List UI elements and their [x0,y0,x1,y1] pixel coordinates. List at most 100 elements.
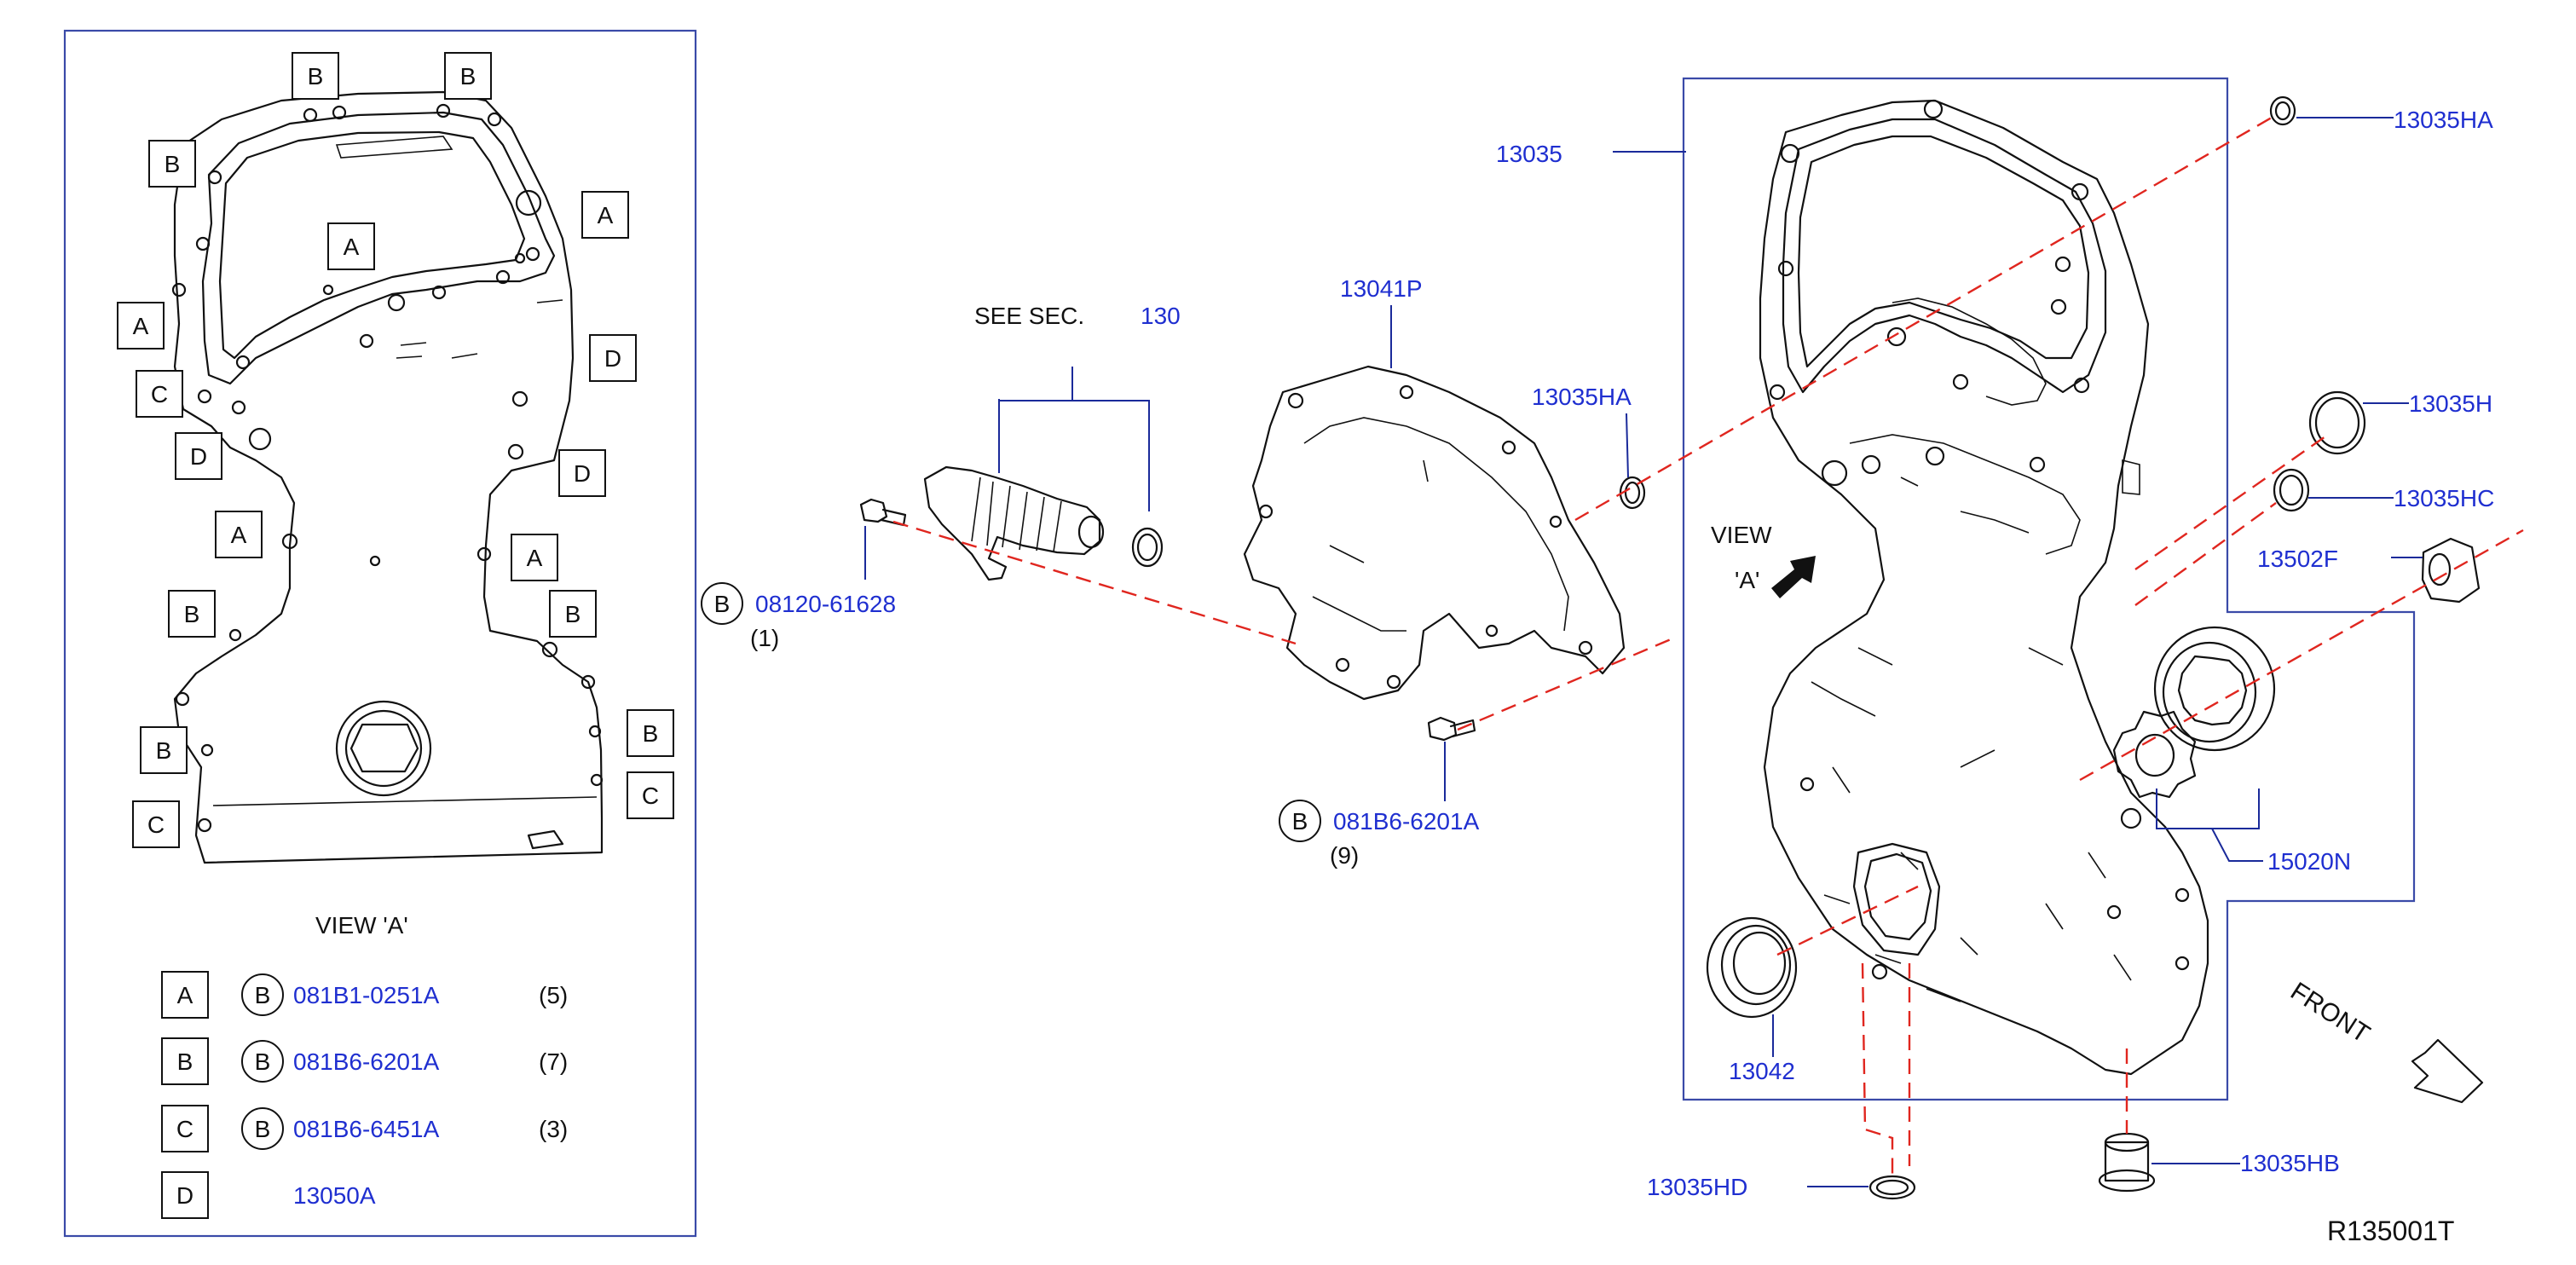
svg-text:A: A [231,522,247,548]
letter-box-a: A [215,511,263,558]
svg-text:C: C [176,1116,193,1142]
svg-text:B: B [255,1116,271,1142]
letter-box-b: B [140,726,188,774]
view-a-cover-outline [171,90,604,864]
svg-text:B: B [565,601,581,627]
svg-text:A: A [527,545,543,571]
part-callouts: 13035 13035HA 13035HA 13035H 13035HC 135… [701,107,2494,1200]
svg-text:081B6-6451A: 081B6-6451A [293,1116,440,1142]
front-cover-13035 [1759,99,2209,1076]
legend-row-c: C B 081B6-6451A (3) [161,1105,568,1152]
svg-text:081B6-6201A: 081B6-6201A [293,1048,440,1075]
letter-box-c: C [136,370,183,418]
letter-box-c: C [132,800,180,848]
dowel-13035HB [2098,1132,2156,1193]
callout-13035HA-mid: 13035HA [1532,384,1632,410]
bolt-081B6-6201A [1427,716,1476,742]
bolt-legend: A B 081B1-0251A (5) B B 081B6-6201A (7) … [161,971,568,1219]
svg-text:(5): (5) [539,982,568,1008]
letter-box-a: A [511,534,558,581]
oring-13035H [2308,390,2366,455]
view-main-label: VIEW [1711,522,1772,548]
crank-oil-seal-13042 [1706,916,1798,1019]
callout-13035: 13035 [1496,141,1562,167]
letter-box-a: A [117,302,165,349]
svg-text:B: B [255,982,271,1008]
callout-13035HC: 13035HC [2394,485,2494,511]
svg-text:C: C [151,381,168,407]
svg-text:B: B [156,737,172,764]
svg-text:C: C [147,812,165,838]
oring-13035HC [2273,468,2310,512]
letter-box-c: C [627,771,674,819]
callout-bolt-08120-61628: B 08120-61628 (1) [701,582,896,651]
svg-text:130: 130 [1141,303,1181,329]
callout-13035H: 13035H [2409,390,2492,417]
svg-text:D: D [176,1182,193,1209]
svg-text:A: A [344,234,360,260]
front-arrow-icon: FRONT [2285,977,2484,1104]
svg-text:08120-61628: 08120-61628 [755,591,896,617]
legend-row-b: B B 081B6-6201A (7) [161,1037,568,1085]
svg-text:(7): (7) [539,1048,568,1075]
svg-text:(1): (1) [750,625,779,651]
cover-13041P [1243,365,1626,701]
letter-box-d: D [589,334,637,382]
see-sec-callout: SEE SEC. 130 [974,303,1181,511]
svg-text:(9): (9) [1330,842,1359,869]
leader-lines [864,117,2423,1187]
alignment-dash-lines [892,113,2524,1176]
svg-text:B: B [255,1048,271,1075]
svg-text:B: B [184,601,200,627]
cover-crank-seal-bore [1852,842,1941,956]
letter-box-b: B [168,590,216,638]
oil-pump-inner-gear [2112,710,2197,799]
diagram-code: R135001T [2327,1216,2454,1246]
svg-text:D: D [604,345,621,372]
view-a-panel-frame [63,29,697,1238]
oil-pump-rotor-15020N [2153,626,2276,752]
bolt-08120-61628 [859,498,907,527]
letter-box-b: B [148,140,196,188]
oil-control-valve [923,465,1164,581]
svg-text:D: D [574,460,591,487]
view-a-oil-seal [335,700,432,797]
main-cover-frame [1682,77,2416,1101]
letter-box-b: B [292,52,339,100]
svg-text:B: B [460,63,477,90]
callout-13035HB: 13035HB [2240,1150,2340,1176]
svg-text:D: D [190,443,207,470]
view-main-a-label: 'A' [1735,567,1759,593]
letter-box-b: B [549,590,597,638]
letter-box-a: A [581,191,629,239]
view-arrow-icon [1771,556,1816,598]
svg-text:FRONT: FRONT [2285,977,2375,1048]
svg-text:081B6-6201A: 081B6-6201A [1333,808,1480,835]
view-a-bolt-holes [171,103,604,833]
bushing-13502F [2421,537,2481,604]
svg-text:B: B [165,151,181,177]
svg-text:SEE SEC.: SEE SEC. [974,303,1084,329]
svg-text:B: B [643,720,659,747]
letter-box-d: D [175,432,222,480]
svg-text:A: A [598,202,614,228]
callout-15020N: 15020N [2267,848,2351,875]
letter-box-a: A [327,222,375,270]
svg-text:081B1-0251A: 081B1-0251A [293,982,440,1008]
svg-text:B: B [1292,808,1308,835]
svg-text:13050A: 13050A [293,1182,376,1209]
svg-text:A: A [177,982,193,1008]
callout-13035HD: 13035HD [1647,1174,1747,1200]
callout-bolt-081B6-6201A: B 081B6-6201A (9) [1279,800,1480,869]
view-a-letter-boxes: B B B A A A D C D D A A B B B B C C [117,52,674,848]
svg-text:B: B [308,63,324,90]
callout-13042: 13042 [1729,1058,1795,1084]
callout-13502F: 13502F [2257,546,2338,572]
svg-text:(3): (3) [539,1116,568,1142]
svg-text:B: B [177,1048,193,1075]
oring-13035HA-top [2269,95,2296,126]
view-a-label: VIEW 'A' [315,912,408,939]
callout-13035HA-top: 13035HA [2394,107,2493,133]
letter-box-b: B [627,709,674,757]
